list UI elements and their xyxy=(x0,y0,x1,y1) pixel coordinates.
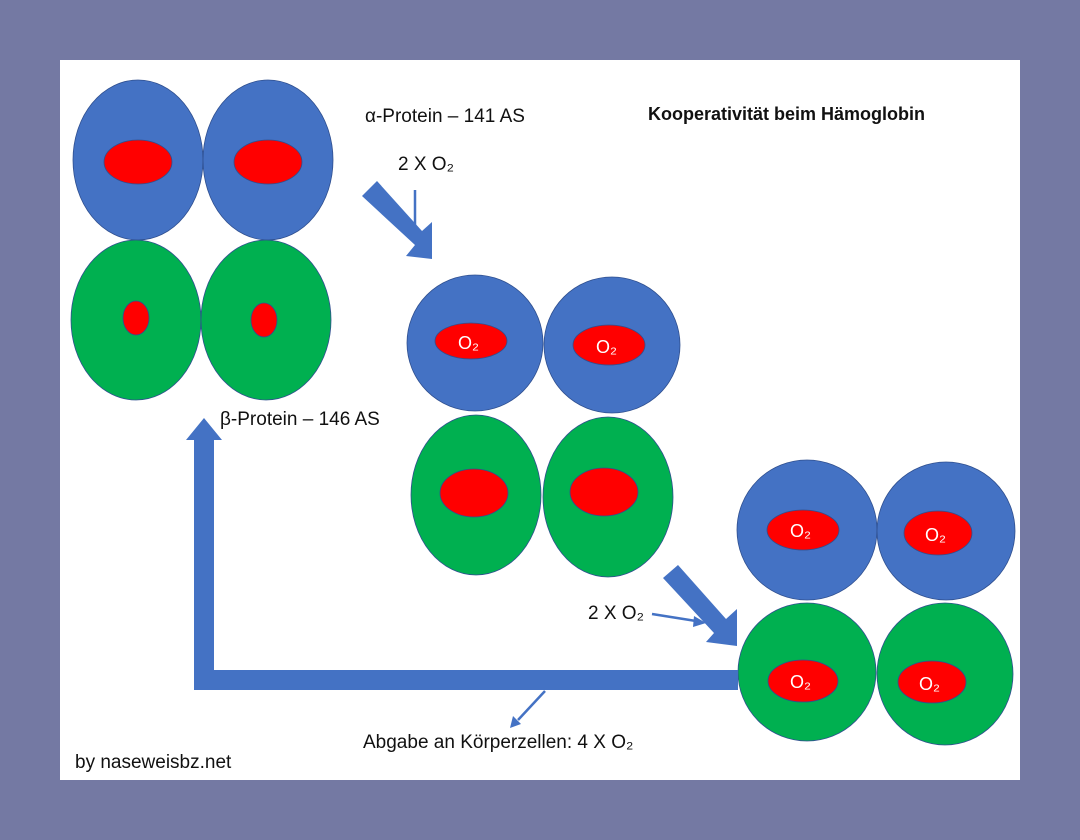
oxygen-label: O₂ xyxy=(790,521,811,541)
diagram-title: Kooperativität beim Hämoglobin xyxy=(648,104,925,124)
oxygen-label: O₂ xyxy=(925,525,946,545)
credit-text: by naseweisbz.net xyxy=(75,752,232,773)
arrowhead-icon xyxy=(693,616,706,627)
heme-group xyxy=(572,324,646,366)
oxygen-release-pointer xyxy=(517,690,546,721)
oxygen-release-label: Abgabe an Körperzellen: 4 X O₂ xyxy=(363,732,633,753)
oxygen-label: O₂ xyxy=(919,674,940,694)
beta-protein-label: β-Protein – 146 AS xyxy=(220,409,380,430)
heme-group xyxy=(122,300,150,336)
heme-group xyxy=(767,659,839,703)
heme-group xyxy=(434,322,508,360)
alpha-protein-label: α-Protein – 141 AS xyxy=(365,106,525,127)
heme-group xyxy=(903,510,973,556)
heme-group xyxy=(766,509,840,551)
transition-arrow-2 xyxy=(663,565,737,646)
hemoglobin-deoxy xyxy=(70,79,334,401)
heme-group xyxy=(233,139,303,185)
heme-group xyxy=(897,660,967,704)
transition-arrow-1 xyxy=(362,181,432,259)
oxygen-label: O₂ xyxy=(790,672,811,692)
heme-group xyxy=(103,139,173,185)
oxygen-label: O₂ xyxy=(596,337,617,357)
oxygen-binding-label-2: 2 X O₂ xyxy=(588,603,644,624)
heme-group xyxy=(250,302,278,338)
arrowhead-icon xyxy=(510,716,521,728)
oxygen-binding-pointer xyxy=(651,612,697,623)
hemoglobin-partial xyxy=(406,274,681,578)
arrowhead-icon xyxy=(409,230,421,240)
heme-group xyxy=(569,467,639,517)
thin-arrows xyxy=(409,190,706,728)
heme-group xyxy=(439,468,509,518)
oxygen-label: O₂ xyxy=(458,333,479,353)
oxygen-binding-label-1: 2 X O₂ xyxy=(398,154,454,175)
hemoglobin-oxy xyxy=(736,459,1016,746)
